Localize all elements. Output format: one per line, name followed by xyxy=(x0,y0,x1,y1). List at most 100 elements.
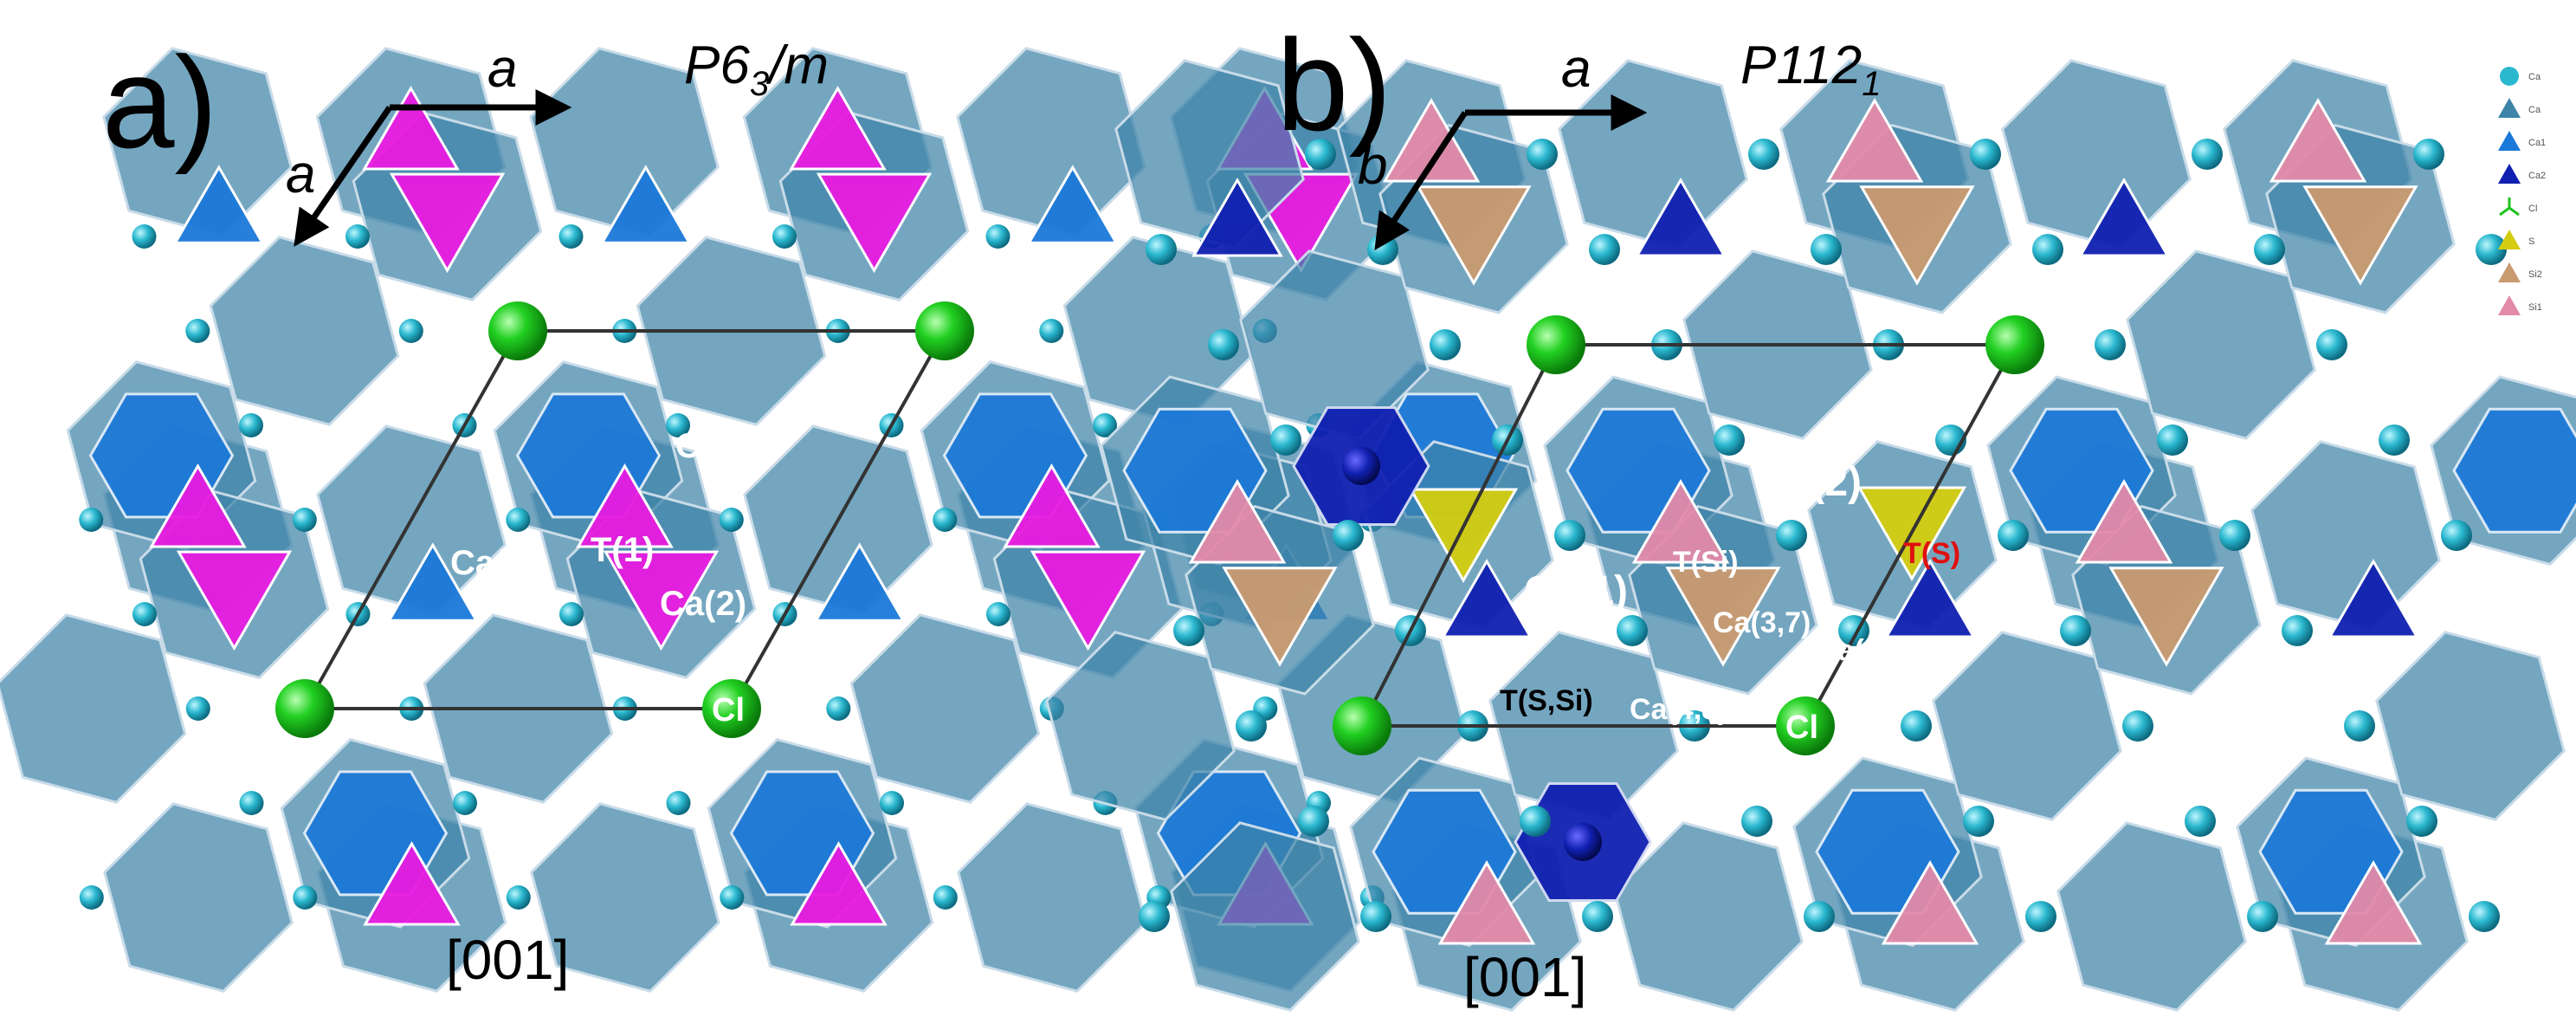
panel-a-axis-label-a: a xyxy=(487,39,517,99)
panel-b-tetrahedron xyxy=(2075,479,2173,564)
panel-a-ca-atom xyxy=(933,508,958,532)
panel-b-label-ca2: Ca(2) xyxy=(1758,459,1862,505)
panel-b-tetrahedron xyxy=(2324,860,2423,945)
panel-b-tetrahedron xyxy=(1884,558,1976,638)
panel-a-ca-atom xyxy=(506,885,531,910)
panel-a-ca-atom xyxy=(345,224,370,249)
panel-a-tetrahedron xyxy=(576,463,674,548)
panel-b-ca-atom xyxy=(1236,710,1267,742)
panel-b-ca-atom xyxy=(1804,901,1835,932)
panel-a-ca-atom xyxy=(185,319,210,343)
panel-b-label-ts: T(S) xyxy=(1903,537,1960,570)
polyhedron-icon xyxy=(2498,98,2521,118)
panel-a-ca-atom xyxy=(132,602,157,626)
panel-b-ca-atom xyxy=(1270,424,1301,456)
panel-a-ca-atom xyxy=(559,602,584,626)
panel-a-tetrahedron xyxy=(363,841,461,926)
panel-b-ca-atom xyxy=(2157,424,2188,456)
panel-b-ca-atom xyxy=(1589,234,1620,265)
sphere-icon xyxy=(2500,67,2519,86)
panel-a-ca-atom xyxy=(1039,319,1064,343)
panel-b-tetrahedron xyxy=(2108,567,2224,667)
panel-b-ca-atom xyxy=(1776,520,1807,551)
panel-b-cl-atom xyxy=(1985,315,2044,374)
panel-a-ca-atom xyxy=(239,791,264,815)
panel-b-ca-atom xyxy=(2344,710,2375,742)
panel-a-ca-atom xyxy=(239,413,263,437)
panel-b-ca-atom xyxy=(1139,901,1170,932)
legend-label: Si2 xyxy=(2528,269,2542,280)
panel-a-ca-atom xyxy=(720,885,745,910)
legend-item: Si1 xyxy=(2498,295,2542,315)
panel-a-axis-arrow-a-diag xyxy=(294,106,392,247)
panel-b-ca-atom xyxy=(1146,234,1177,265)
panel-b-ca-atom xyxy=(1298,806,1329,837)
panel-b-ca-atom xyxy=(2247,901,2278,932)
panel-a-ca-atom xyxy=(132,224,157,249)
panel-a-framework-polyhedron xyxy=(209,236,400,426)
panel-b-framework-polyhedron xyxy=(2375,631,2566,821)
panel-a-cl-atom xyxy=(488,301,547,360)
panel-b-ca-atom xyxy=(2379,424,2410,456)
panel-b-label-tsi: T(Si) xyxy=(1673,546,1739,579)
panel-b-ca-octahedron xyxy=(2452,407,2576,534)
panel-b-ca-atom xyxy=(2413,139,2444,170)
panel-b-ca2-atom xyxy=(1342,447,1380,485)
panel-a-framework-polyhedron xyxy=(0,613,187,804)
panel-b-framework-polyhedron xyxy=(2126,249,2316,440)
polyhedron-icon xyxy=(2498,262,2521,282)
panel-b-ca-atom xyxy=(1305,139,1336,170)
panel-a-tetrahedron xyxy=(389,172,506,274)
panel-b-cl-atom xyxy=(1333,696,1391,755)
legend-item: Ca1 xyxy=(2498,131,2546,151)
panel-b-ca-atom xyxy=(1360,901,1391,932)
panel-b-ca-atom xyxy=(1520,806,1551,837)
panel-b-ca-atom xyxy=(1811,234,1842,265)
panel-b-tetrahedron xyxy=(1222,567,1338,667)
panel-a-ca-atom xyxy=(666,791,691,815)
panel-a-ca-atom xyxy=(719,508,744,532)
panel-a-tetrahedron xyxy=(386,542,479,622)
panel-a-tetrahedron xyxy=(1030,550,1146,651)
panel-b-ca-atom xyxy=(1333,520,1364,551)
panel-a-tetrahedron xyxy=(789,86,887,171)
panel-b-tetrahedron xyxy=(1188,479,1287,564)
legend-item: Ca2 xyxy=(2498,164,2546,184)
panel-a-ca-atom xyxy=(398,319,423,343)
panel-b-ca-atom xyxy=(2192,139,2223,170)
panel-a-ca-atom xyxy=(933,885,958,910)
legend-label: Ca xyxy=(2528,72,2541,82)
panel-b-label-ca48: Ca(4,8) xyxy=(1630,693,1727,726)
panel-b-ca-atom xyxy=(2441,520,2472,551)
panel-a-tetrahedron xyxy=(362,86,460,171)
panel-a-framework-polyhedron xyxy=(103,802,294,993)
panel-a-ca-atom xyxy=(826,696,851,721)
legend-label: Ca xyxy=(2528,105,2541,115)
panel-b-label-ca56: Ca(5,6) xyxy=(1817,634,1914,667)
panel-a-cl-atom xyxy=(275,679,334,738)
panel-a-tetrahedron xyxy=(1026,165,1119,244)
panel-b-space-group: P1121 xyxy=(1740,36,1881,103)
panel-b-tetrahedron xyxy=(1382,98,1481,183)
panel-a-ca-atom xyxy=(1093,413,1117,437)
legend-item: S xyxy=(2498,230,2534,249)
polyhedron-icon xyxy=(2498,164,2521,184)
panel-a-ca-atom xyxy=(292,508,317,532)
panel-b-ca-atom xyxy=(2476,234,2507,265)
panel-b-cl-atom xyxy=(1527,315,1585,374)
panel-b-ca-atom xyxy=(1970,139,2001,170)
panel-b-tetrahedron xyxy=(2327,558,2419,638)
panel-a-ca-atom xyxy=(293,885,318,910)
panel-a-framework-polyhedron xyxy=(957,802,1147,993)
legend-item: Cl xyxy=(2499,198,2537,217)
panel-b-framework-polyhedron xyxy=(2056,821,2247,1012)
panel-b-tetrahedron xyxy=(1635,177,1727,257)
panel-b-ca-atom xyxy=(1714,424,1745,456)
panel-a-cl-atom xyxy=(915,301,974,360)
panel-a-tetrahedron xyxy=(172,165,265,244)
panel-b-ca-atom xyxy=(2469,901,2500,932)
panel-b-polyhedra-layer xyxy=(1045,59,2576,1012)
panel-a-ca-atom xyxy=(986,602,1010,626)
panel-b-tetrahedron xyxy=(1416,185,1532,286)
